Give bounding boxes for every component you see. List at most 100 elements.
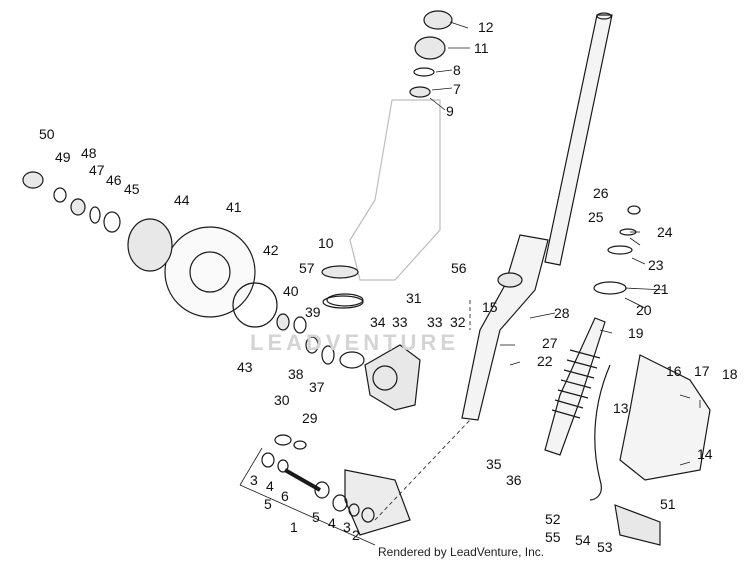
spacer-48 <box>53 187 67 203</box>
brake-caliper <box>364 344 421 411</box>
callout-5: 5 <box>312 509 320 525</box>
callout-9: 9 <box>446 103 454 119</box>
nut <box>409 86 431 98</box>
callout-14: 14 <box>697 446 713 462</box>
mudguard-bracket <box>619 354 711 481</box>
washer <box>413 67 435 77</box>
callout-33b: 33 <box>427 314 443 330</box>
bearing-45 <box>103 211 121 233</box>
callout-8: 8 <box>453 62 461 78</box>
wheel-swing-arm <box>344 469 411 536</box>
steering-stem <box>349 99 441 281</box>
upper-bearing-cap <box>423 10 453 30</box>
seal-ring-39 <box>293 316 307 334</box>
callout-29: 29 <box>302 410 318 426</box>
brake-lever-grip <box>614 504 661 546</box>
lower-bearing <box>321 265 359 279</box>
callout-42: 42 <box>263 242 279 258</box>
fork-tube-cap <box>596 12 612 20</box>
ring-5a <box>314 481 330 499</box>
callout-6: 6 <box>281 488 289 504</box>
ring-5b <box>332 494 348 512</box>
callout-21: 21 <box>653 281 669 297</box>
brake-disc <box>164 226 256 318</box>
callout-3: 3 <box>250 472 258 488</box>
bush-3b <box>361 507 375 523</box>
callout-19: 19 <box>628 325 644 341</box>
bush-3a <box>261 452 275 468</box>
nut-26 <box>627 205 641 215</box>
callout-46: 46 <box>106 172 122 188</box>
callout-32: 32 <box>450 314 466 330</box>
callout-20: 20 <box>636 302 652 318</box>
callout-16: 16 <box>666 363 682 379</box>
callout-50: 50 <box>39 126 55 142</box>
callout-40: 40 <box>283 283 299 299</box>
bush-4b <box>348 503 360 517</box>
callout-13: 13 <box>613 400 629 416</box>
callout-30: 30 <box>274 392 290 408</box>
callout-43: 43 <box>237 359 253 375</box>
o-ring-29 <box>293 440 307 450</box>
callout-31: 31 <box>406 290 422 306</box>
callout-47: 47 <box>89 162 105 178</box>
callout-56: 56 <box>451 260 467 276</box>
callout-49: 49 <box>55 149 71 165</box>
callout-3b: 3 <box>343 519 351 535</box>
callout-23: 23 <box>648 257 664 273</box>
fork-upper-tube <box>544 14 613 266</box>
callout-1: 1 <box>290 519 298 535</box>
watermark: LEADVENTURE <box>250 330 460 355</box>
callout-22: 22 <box>537 353 553 369</box>
callout-51: 51 <box>660 496 676 512</box>
callout-35: 35 <box>486 456 502 472</box>
callout-26: 26 <box>593 185 609 201</box>
callout-52: 52 <box>545 511 561 527</box>
circlip-46 <box>89 206 101 224</box>
callout-44: 44 <box>174 192 190 208</box>
phonic-wheel <box>232 282 278 328</box>
callout-57: 57 <box>299 260 315 276</box>
caliper-piston <box>372 365 398 391</box>
brake-disc-hub <box>189 251 231 293</box>
callout-37: 37 <box>309 379 325 395</box>
callout-18: 18 <box>722 366 738 382</box>
callout-55: 55 <box>545 529 561 545</box>
dust-seal-56 <box>497 272 523 288</box>
render-credit: Rendered by LeadVenture, Inc. <box>378 545 545 559</box>
callout-24: 24 <box>657 224 673 240</box>
washer-23 <box>607 245 633 255</box>
callout-39: 39 <box>305 304 321 320</box>
callout-53: 53 <box>597 539 613 555</box>
shock-spring <box>551 349 601 419</box>
bearing-47 <box>70 198 86 216</box>
wheel-hub <box>127 218 173 272</box>
shock-top-mount <box>593 281 627 295</box>
callout-4: 4 <box>266 478 274 494</box>
callout-41: 41 <box>226 199 242 215</box>
callout-10: 10 <box>318 235 334 251</box>
callout-7: 7 <box>453 81 461 97</box>
upper-bearing <box>414 36 446 60</box>
bush-4a <box>277 459 289 473</box>
callout-34: 34 <box>370 314 386 330</box>
callout-11: 11 <box>474 40 489 56</box>
callout-17: 17 <box>694 363 710 379</box>
callout-4b: 4 <box>328 515 336 531</box>
fork-slider <box>461 234 549 421</box>
callout-54: 54 <box>575 532 591 548</box>
callout-12: 12 <box>478 19 494 35</box>
brake-hose <box>589 364 611 501</box>
callout-28: 28 <box>554 305 570 321</box>
callout-33a: 33 <box>392 314 408 330</box>
seal-ring-37 <box>321 345 335 365</box>
callout-25: 25 <box>588 209 604 225</box>
axle-pin <box>284 468 321 492</box>
callout-27: 27 <box>542 335 558 351</box>
cap-50 <box>22 171 44 189</box>
callout-5b: 5 <box>264 496 272 512</box>
lower-seal <box>326 293 364 307</box>
callout-2: 2 <box>352 527 360 543</box>
